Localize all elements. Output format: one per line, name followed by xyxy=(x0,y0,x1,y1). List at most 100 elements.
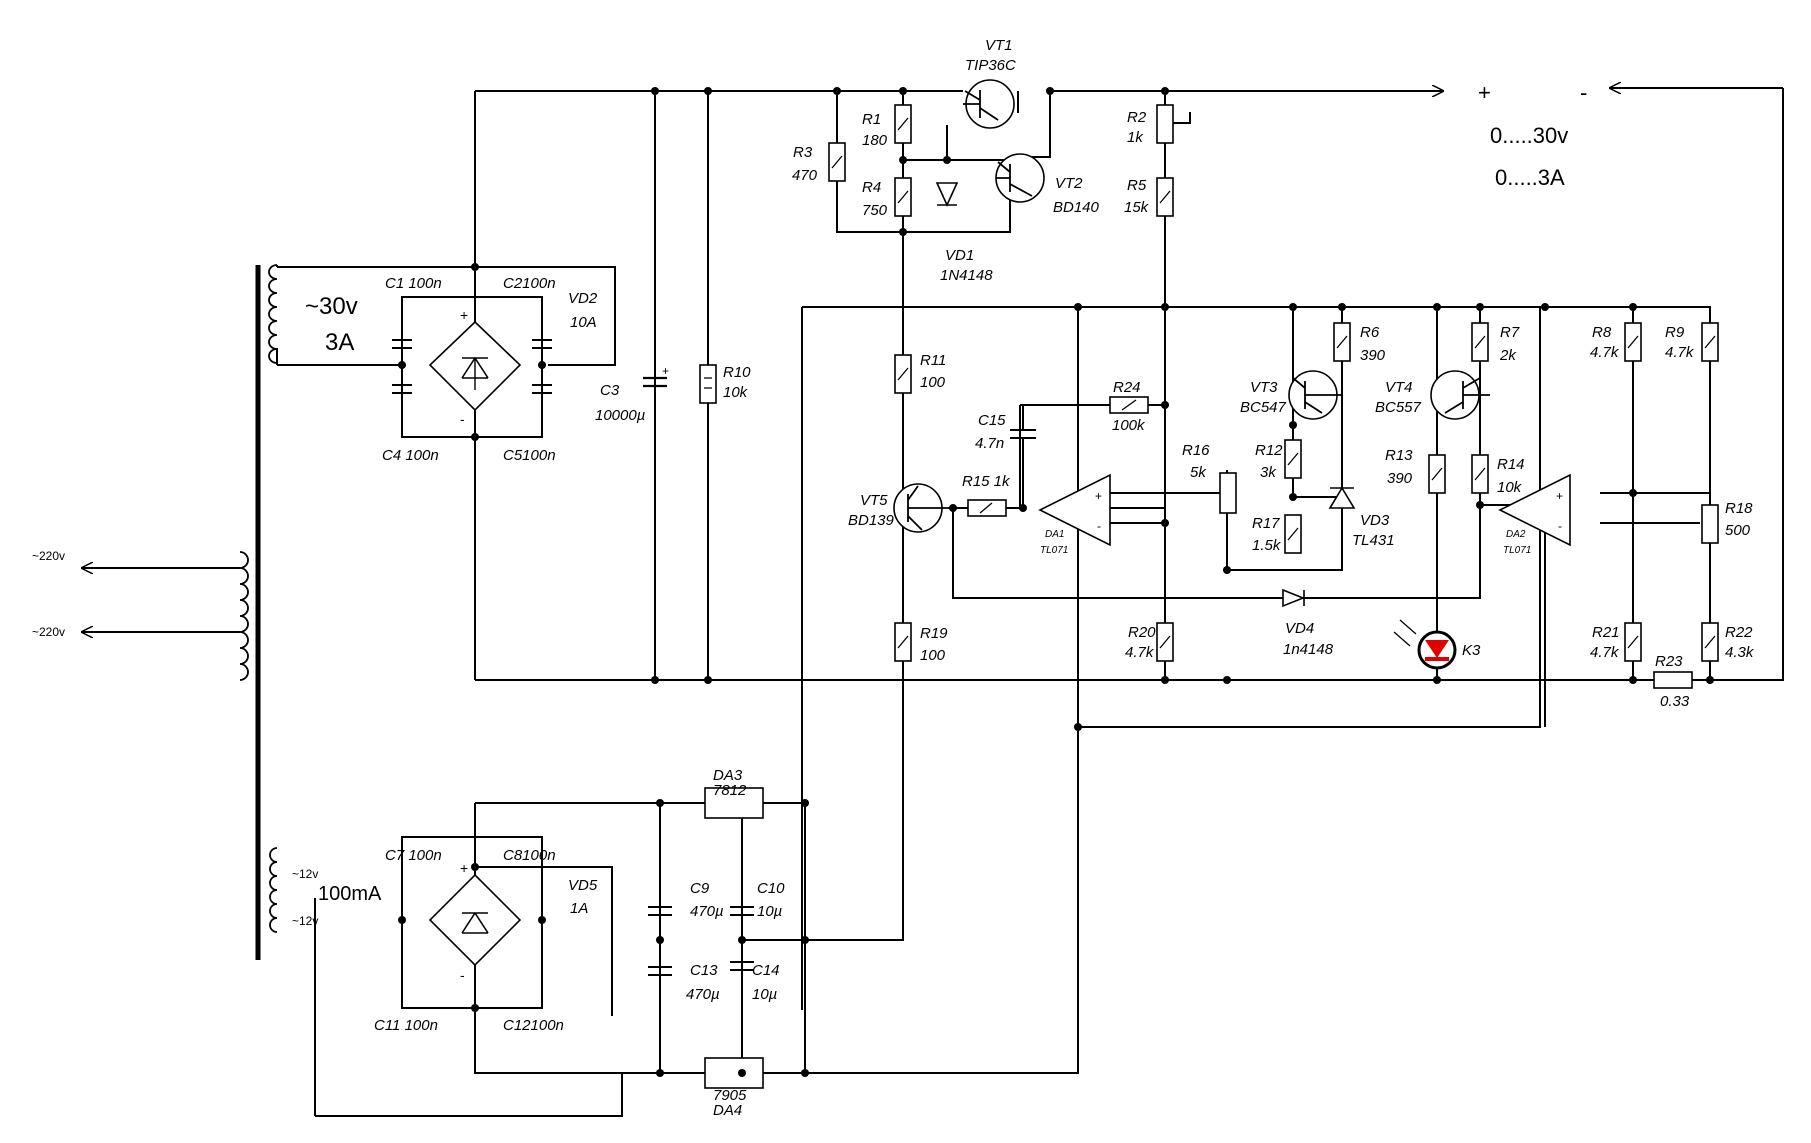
capacitor-c2 xyxy=(532,339,552,349)
svg-text:3k: 3k xyxy=(1260,464,1277,481)
svg-text:-: - xyxy=(1097,519,1101,533)
svg-text:TL431: TL431 xyxy=(1352,532,1395,549)
output-current-range: 0.....3A xyxy=(1495,165,1565,190)
svg-text:7812: 7812 xyxy=(713,782,747,799)
svg-text:1A: 1A xyxy=(570,900,588,917)
resistor-r8: R8 4.7k xyxy=(1590,322,1642,362)
svg-text:VD5: VD5 xyxy=(568,877,598,894)
svg-text:+: + xyxy=(460,860,468,876)
svg-text:750: 750 xyxy=(862,202,888,219)
svg-text:C8100n: C8100n xyxy=(503,847,556,864)
svg-text:R12: R12 xyxy=(1255,442,1283,459)
capacitor-c15: C15 4.7n xyxy=(975,405,1036,508)
potentiometer-r16: R16 5k xyxy=(1165,442,1237,514)
svg-text:R1: R1 xyxy=(862,111,881,128)
svg-text:C12100n: C12100n xyxy=(503,1017,564,1034)
svg-text:R16: R16 xyxy=(1182,442,1210,459)
svg-text:+: + xyxy=(1556,489,1563,503)
resistor-r4: R4 750 xyxy=(862,177,912,219)
svg-text:4.7n: 4.7n xyxy=(975,435,1004,452)
shunt-r23: R23 0.33 xyxy=(1653,653,1693,710)
capacitor-c13: C13 470µ xyxy=(648,962,720,1003)
resistor-r21: R21 4.7k xyxy=(1590,622,1642,662)
svg-text:10k: 10k xyxy=(723,384,749,401)
svg-text:-: - xyxy=(1558,519,1562,533)
resistor-r6: R6 390 xyxy=(1333,322,1386,364)
svg-text:TL071: TL071 xyxy=(1040,545,1068,556)
svg-text:R5: R5 xyxy=(1127,177,1147,194)
svg-text:R19: R19 xyxy=(920,625,948,642)
svg-text:R4: R4 xyxy=(862,179,881,196)
c1-label: C1 100n xyxy=(385,275,442,292)
svg-text:BC547: BC547 xyxy=(1240,399,1287,416)
svg-text:C15: C15 xyxy=(978,412,1006,429)
svg-text:10000µ: 10000µ xyxy=(595,407,645,424)
svg-text:10k: 10k xyxy=(1497,479,1523,496)
svg-text:-: - xyxy=(460,967,465,983)
svg-text:470: 470 xyxy=(792,167,818,184)
vd2-val: 10A xyxy=(570,314,597,331)
resistor-r11: R11 100 xyxy=(894,352,946,394)
secondary-2-current: 100mA xyxy=(318,883,382,905)
svg-text:DA1: DA1 xyxy=(1045,529,1064,540)
svg-text:DA2: DA2 xyxy=(1506,529,1526,540)
svg-text:10µ: 10µ xyxy=(757,903,782,920)
capacitor-c1 xyxy=(392,339,412,349)
svg-text:C14: C14 xyxy=(752,962,780,979)
resistor-r15: R15 1k xyxy=(962,473,1011,517)
svg-text:2k: 2k xyxy=(1499,347,1517,364)
svg-text:4.7k: 4.7k xyxy=(1125,644,1155,661)
svg-text:K3: K3 xyxy=(1462,642,1481,659)
resistor-r20: R20 4.7k xyxy=(1125,622,1174,662)
capacitor-c10: C10 10µ xyxy=(730,880,785,920)
svg-text:4.7k: 4.7k xyxy=(1590,644,1620,661)
svg-text:R17: R17 xyxy=(1252,515,1280,532)
transistor-vt2: VT2 BD140 xyxy=(995,153,1100,216)
mains-label-2: ~220v xyxy=(32,625,65,639)
transistor-vt5: VT5 BD139 xyxy=(848,483,953,533)
svg-text:R8: R8 xyxy=(1592,324,1612,341)
c2-label: C2100n xyxy=(503,275,556,292)
svg-text:R24: R24 xyxy=(1113,379,1141,396)
junction-dots xyxy=(398,87,1714,1077)
c5-label: C5100n xyxy=(503,447,556,464)
opamp-da1: + - DA1 TL071 xyxy=(1038,473,1111,556)
svg-text:C11 100n: C11 100n xyxy=(374,1017,438,1034)
output-terminals: + - 0.....30v 0.....3A xyxy=(1478,80,1587,190)
resistor-r22: R22 4.3k xyxy=(1701,622,1755,662)
svg-text:100k: 100k xyxy=(1112,417,1146,434)
svg-text:VD4: VD4 xyxy=(1285,620,1314,637)
secondary-winding-1 xyxy=(268,264,278,364)
svg-text:R9: R9 xyxy=(1665,324,1685,341)
svg-text:BD139: BD139 xyxy=(848,512,895,529)
svg-text:1.5k: 1.5k xyxy=(1252,537,1282,554)
svg-text:15k: 15k xyxy=(1124,199,1150,216)
svg-text:VT5: VT5 xyxy=(860,492,888,509)
transistor-vt3: VT3 BC547 xyxy=(1240,370,1342,420)
svg-text:R14: R14 xyxy=(1497,456,1525,473)
svg-text:DA3: DA3 xyxy=(713,767,743,784)
resistor-r17: R17 1.5k xyxy=(1252,514,1302,554)
svg-text:4.7k: 4.7k xyxy=(1590,344,1620,361)
output-voltage-range: 0.....30v xyxy=(1490,123,1568,148)
svg-text:C3: C3 xyxy=(600,382,620,399)
resistor-r3: R3 470 xyxy=(792,142,846,184)
svg-text:1N4148: 1N4148 xyxy=(940,267,993,284)
svg-text:1n4148: 1n4148 xyxy=(1283,641,1334,658)
svg-text:R3: R3 xyxy=(793,144,813,161)
secondary-2-voltage-2: ~12v xyxy=(292,914,318,928)
svg-text:TIP36C: TIP36C xyxy=(965,57,1016,74)
resistor-r13: R13 390 xyxy=(1385,447,1446,494)
svg-text:180: 180 xyxy=(862,132,888,149)
bridge-rectifier-vd5: + - VD5 1A C7 100n C8100n C11 100n C1210… xyxy=(374,847,598,1034)
svg-text:-: - xyxy=(460,411,465,427)
svg-text:+: + xyxy=(1095,489,1102,503)
secondary-1-current: 3A xyxy=(325,329,354,356)
diode-vd4: VD4 1n4148 xyxy=(1282,588,1334,658)
svg-text:+: + xyxy=(460,307,468,323)
svg-text:TL071: TL071 xyxy=(1503,545,1531,556)
potentiometer-r2: R2 1k xyxy=(1127,104,1174,146)
svg-text:0.33: 0.33 xyxy=(1660,693,1690,710)
svg-text:C10: C10 xyxy=(757,880,785,897)
